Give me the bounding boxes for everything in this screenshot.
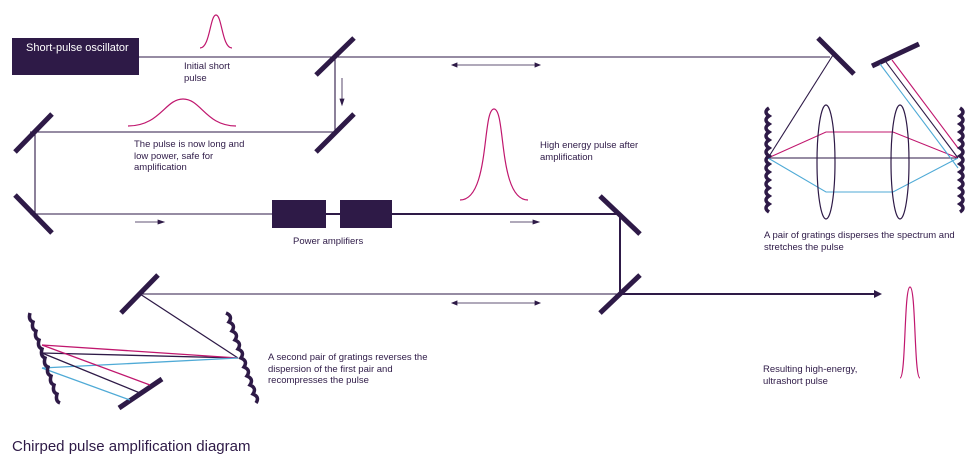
grating-3 [27,312,61,405]
long-pulse-label: The pulse is now long and low power, saf… [134,139,245,173]
mirror-3 [13,112,54,154]
mirror-5 [598,194,642,236]
stretcher-lenses [816,104,910,220]
initial-pulse-label: Initial short pulse [184,61,230,84]
high-energy-label: High energy pulse after amplification [540,140,639,163]
pulse-shapes [127,14,921,379]
stretcher-gratings [764,106,965,214]
compressor-rays [41,293,239,401]
mirror-10 [117,376,164,411]
oscillator-label: Short-pulse oscillator [26,42,129,54]
amplified-pulse-icon [459,108,529,201]
power-amplifiers-label: Power amplifiers [293,236,364,247]
mirror-6 [598,273,642,315]
diagram-caption: Chirped pulse amplification diagram [12,438,251,455]
first-gratings-label: A pair of gratings disperses the spectru… [764,230,955,253]
resulting-pulse-label: Resulting high-energy, ultrashort pulse [763,364,858,387]
grating-1 [764,106,773,214]
compressed-pulse-icon [899,286,921,379]
output-arrowhead-icon [874,290,882,298]
stretched-pulse-icon [127,98,237,127]
amplifier-1 [272,200,326,228]
stretcher-rays [767,54,959,193]
mirror-9 [870,41,921,69]
mirror-1 [314,36,356,77]
mirror-8 [816,36,856,76]
amplifier-2 [340,200,392,228]
grating-2 [956,106,965,214]
compressor-gratings [27,311,260,405]
direction-arrows [135,62,542,306]
mirror-2 [314,112,356,154]
mirror-4 [13,193,54,235]
initial-pulse-icon [199,14,233,49]
second-gratings-label: A second pair of gratings reverses the d… [268,352,428,386]
grating-4 [225,311,260,404]
beam-path [30,56,880,295]
oscillator-box [12,38,139,75]
mirror-7 [119,273,160,315]
mirrors [13,36,921,411]
